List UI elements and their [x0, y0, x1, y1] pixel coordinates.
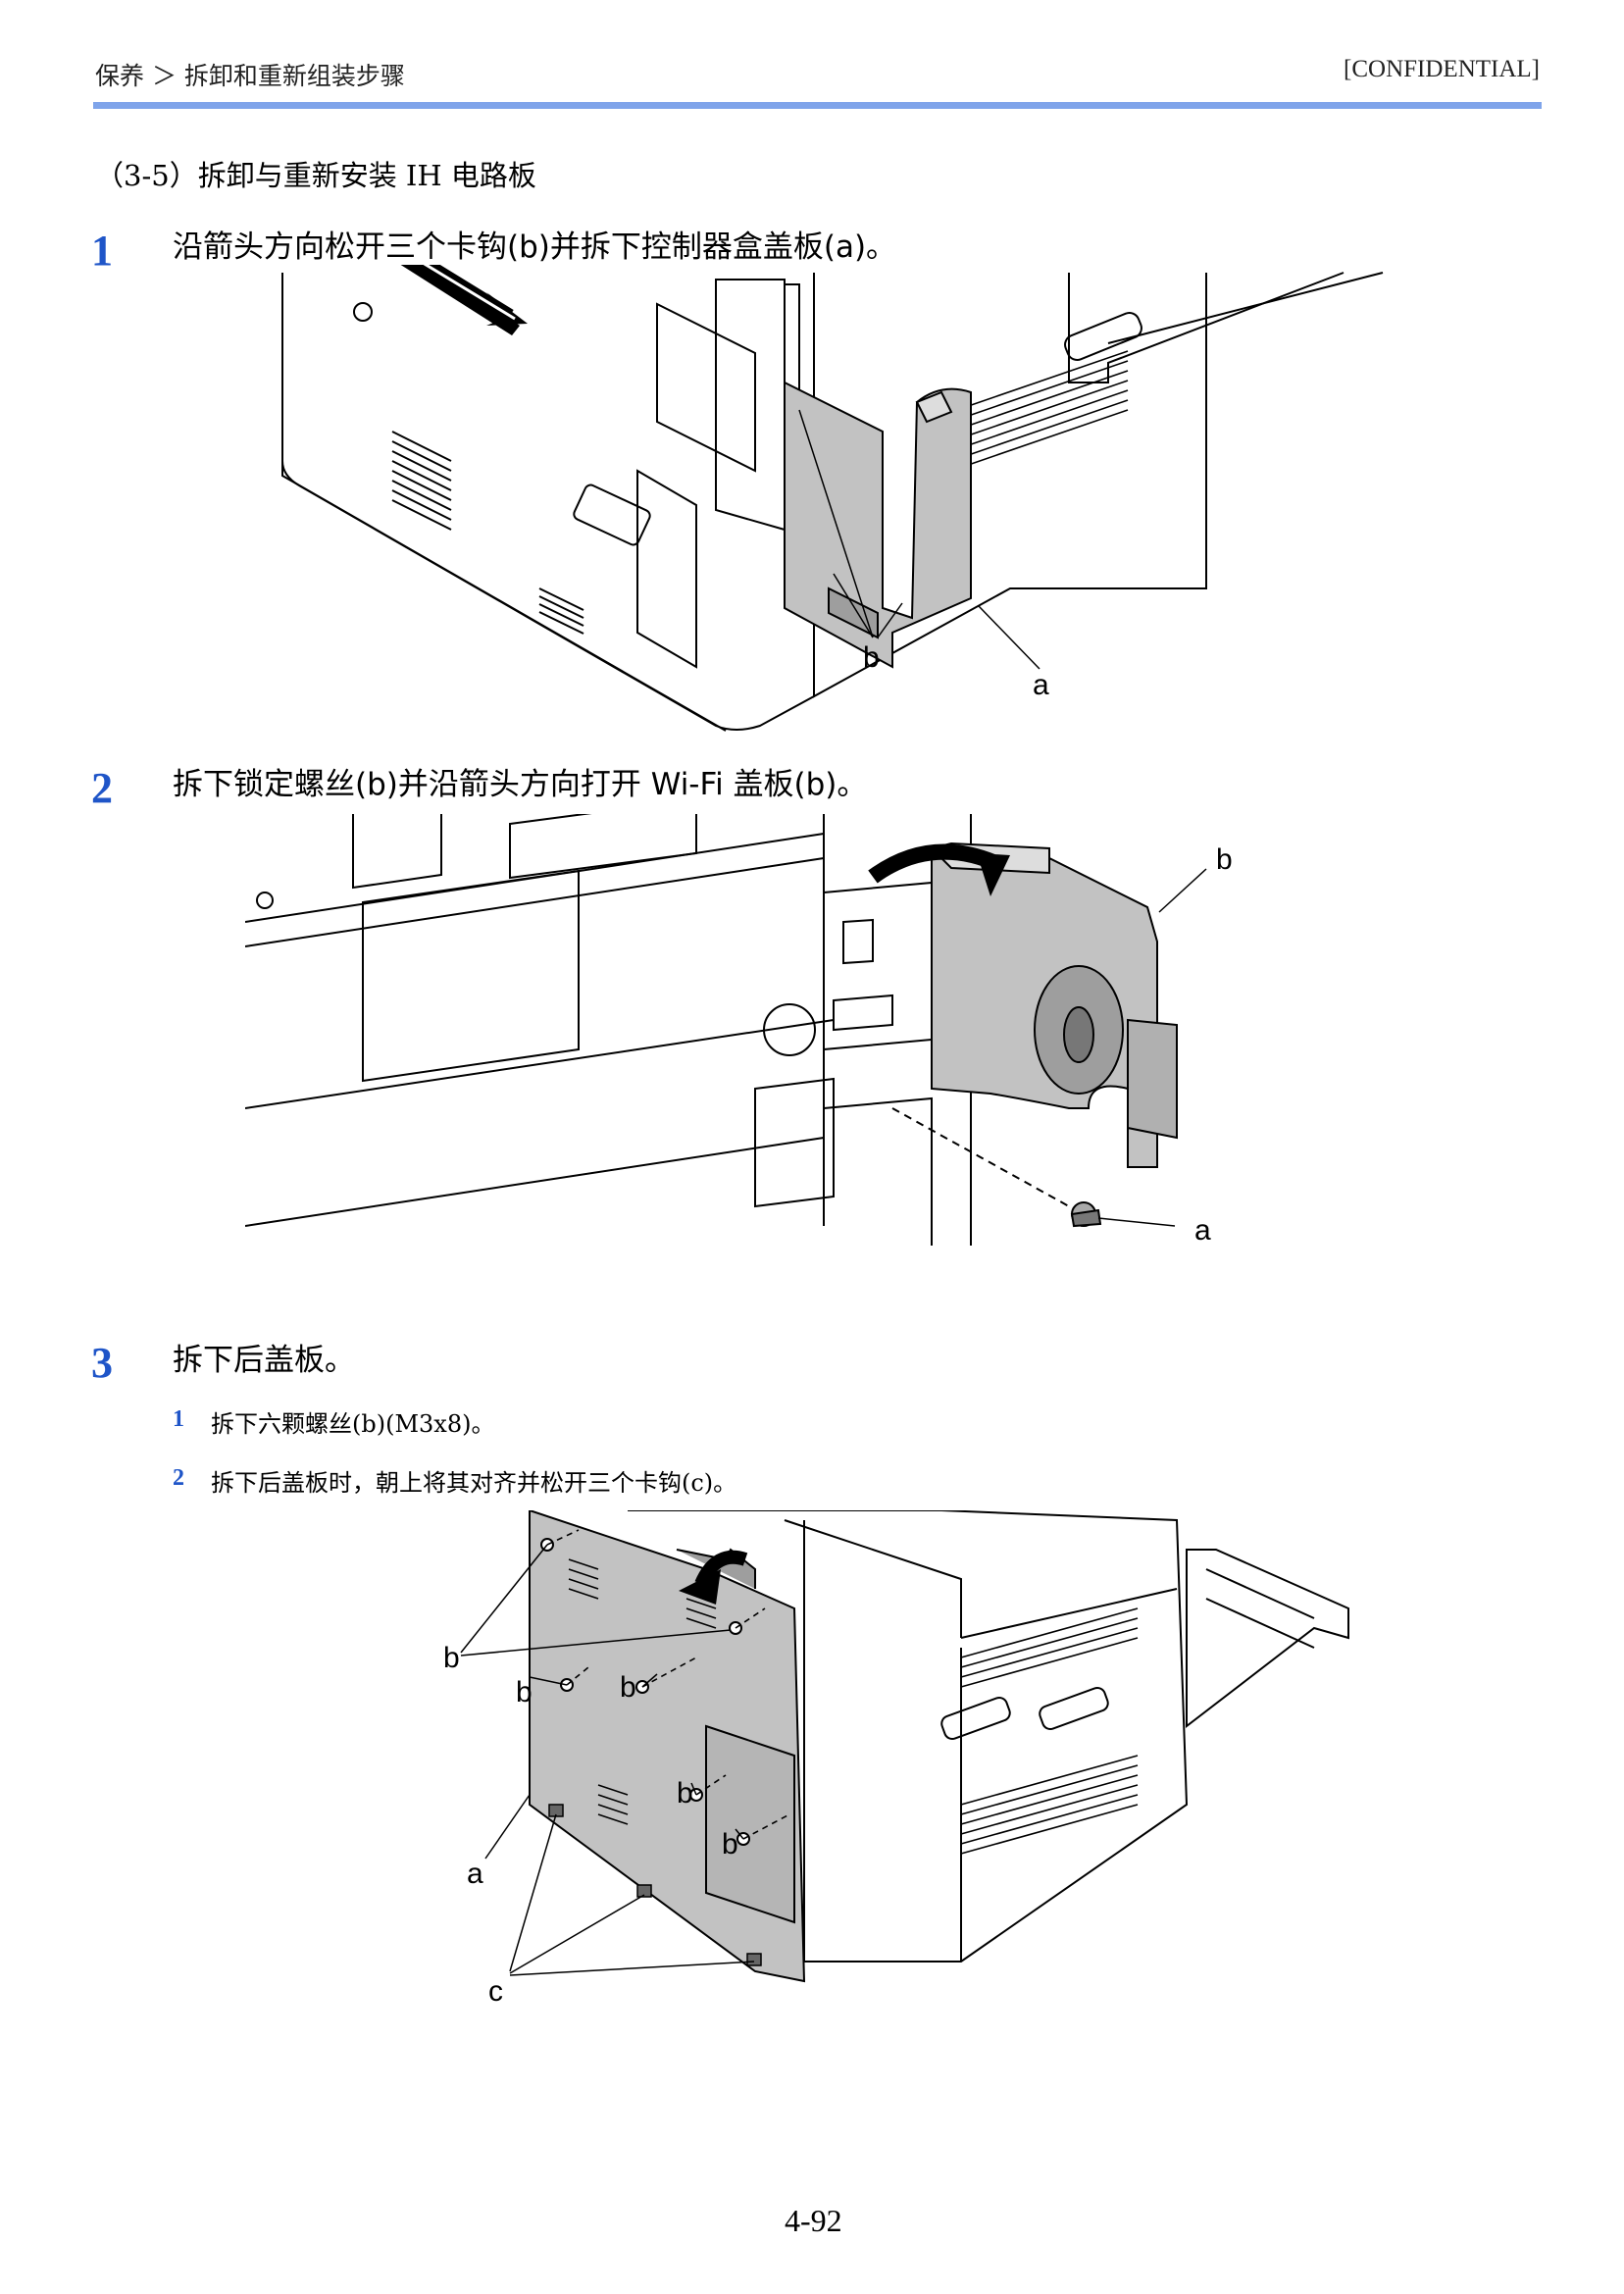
confidential-label: [CONFIDENTIAL]: [1344, 56, 1540, 82]
fig3-label-b-1: b: [443, 1642, 460, 1674]
header-divider: [93, 102, 1542, 109]
fig3-label-a: a: [467, 1858, 483, 1890]
fig1-label-a: a: [1033, 669, 1049, 701]
step-1-number: 1: [91, 227, 113, 275]
fig3-label-b-3: b: [620, 1671, 636, 1704]
substep-3-1-number: 1: [173, 1406, 184, 1432]
fig3-label-b-5: b: [722, 1828, 738, 1861]
step-2-number: 2: [91, 764, 113, 812]
substep-3-2-text: 拆下后盖板时，朝上将其对齐并松开三个卡钩(c)。: [211, 1469, 737, 1497]
fig3-label-c: c: [488, 1975, 503, 2008]
section-title: （3-5）拆卸与重新安装 IH 电路板: [95, 159, 536, 192]
fig2-label-a: a: [1194, 1214, 1211, 1246]
figure-2-wifi-cover: b a: [245, 814, 1275, 1246]
substep-3-1-text: 拆下六颗螺丝(b)(M3x8)。: [211, 1410, 495, 1438]
substep-3-2-number: 2: [173, 1465, 184, 1491]
fig3-label-b-4: b: [677, 1777, 693, 1810]
fig3-label-b-2: b: [516, 1676, 533, 1708]
figure-3-rear-cover: b b b b b a c: [431, 1510, 1373, 2020]
step-3-text: 拆下后盖板。: [173, 1343, 355, 1378]
fig1-label-b: b: [863, 641, 880, 674]
step-3-number: 3: [91, 1339, 113, 1387]
step-2-text: 拆下锁定螺丝(b)并沿箭头方向打开 Wi-Fi 盖板(b)。: [173, 767, 868, 802]
breadcrumb: 保养 ＞ 拆卸和重新组装步骤: [95, 62, 405, 90]
step-1-text: 沿箭头方向松开三个卡钩(b)并拆下控制器盒盖板(a)。: [173, 229, 897, 265]
figure-1-controller-cover: b a: [265, 265, 1422, 736]
page-number: 4-92: [785, 2203, 842, 2238]
fig2-label-b: b: [1216, 843, 1233, 876]
